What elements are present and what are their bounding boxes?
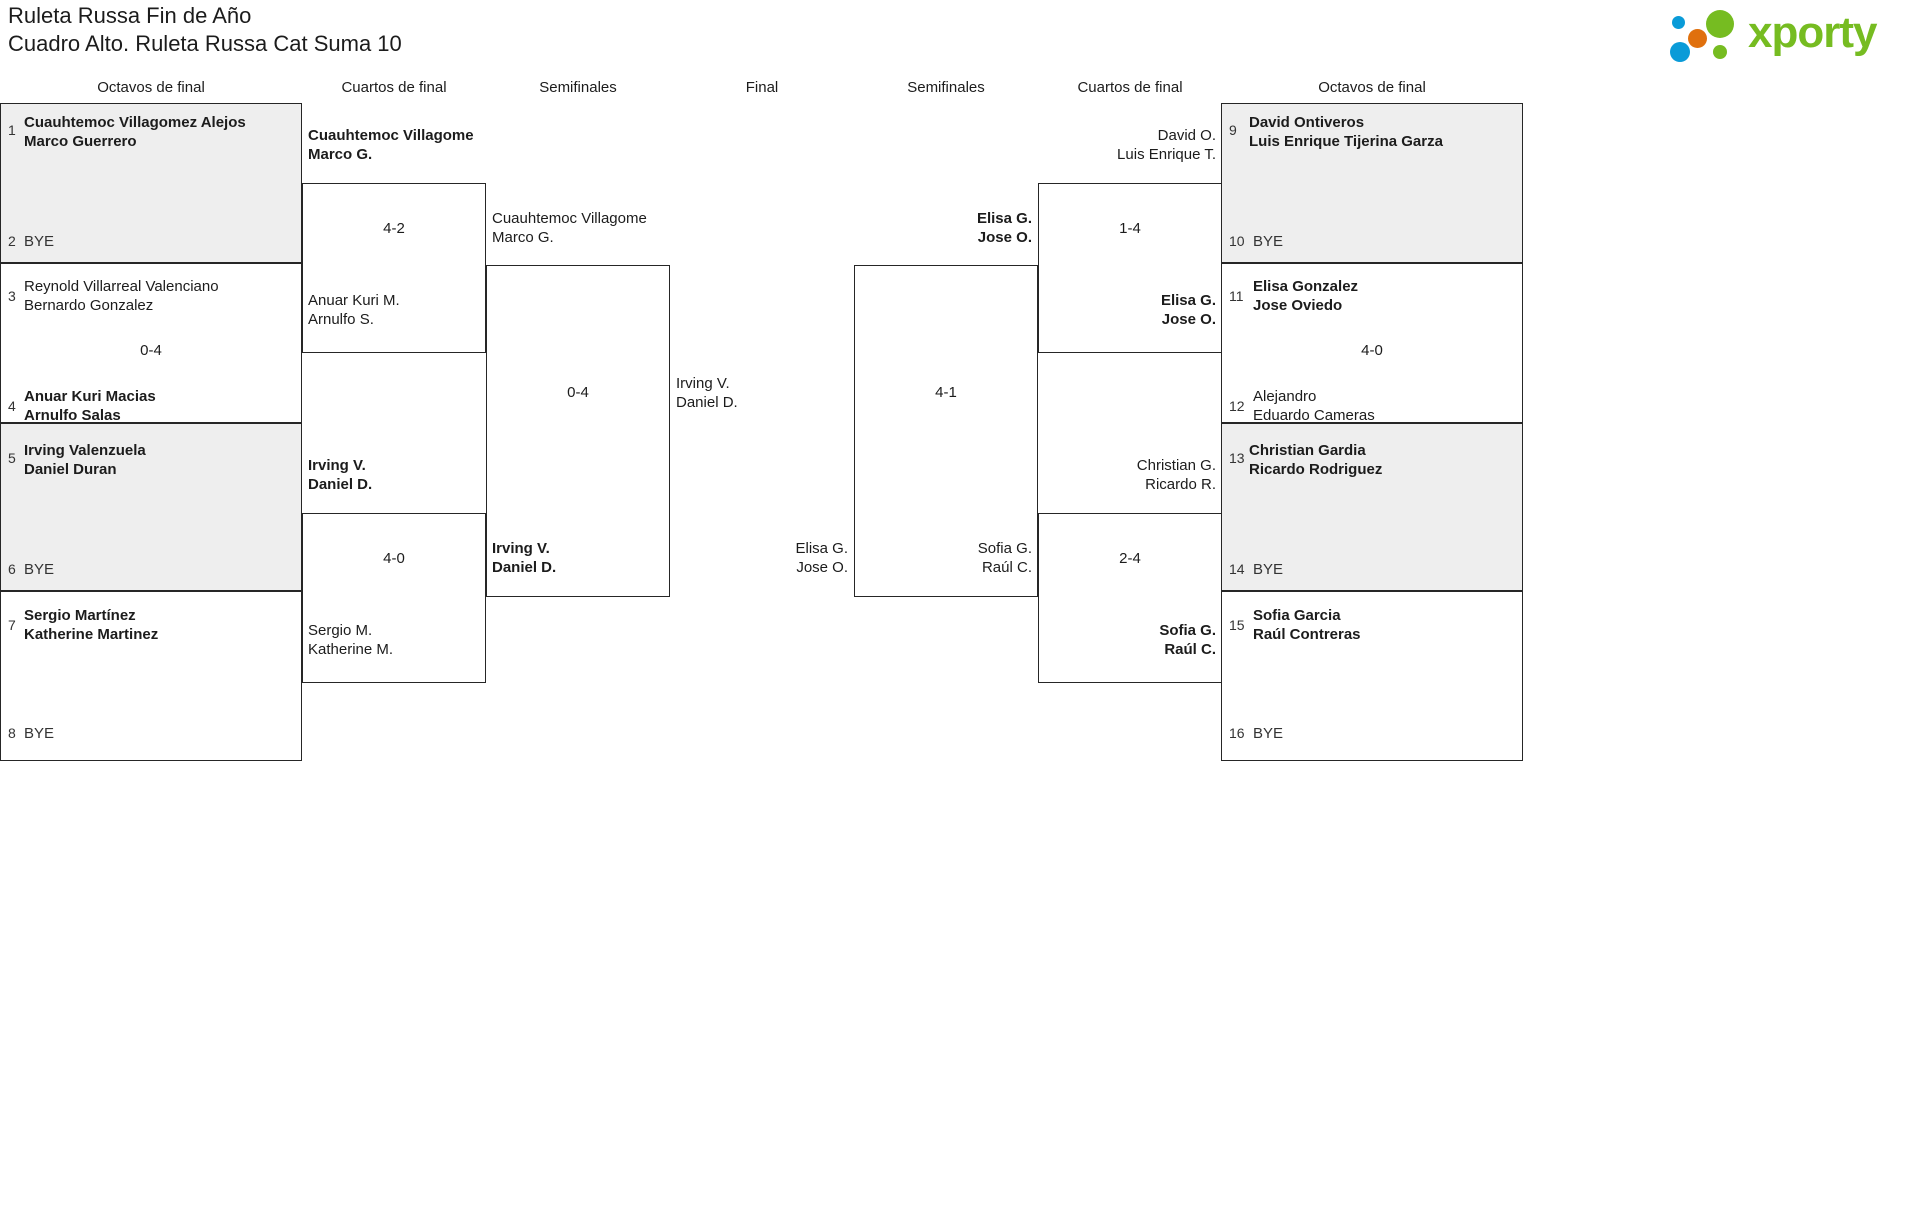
right-qf-entry-3: Christian G. Ricardo R.	[1136, 457, 1216, 493]
left-seed-number-8: 8	[8, 725, 16, 741]
left-seed-names-3: Reynold Villarreal Valenciano Bernardo G…	[24, 278, 219, 314]
right-r16-score-2: 4-0	[1361, 342, 1383, 359]
left-seed-number-7: 7	[8, 617, 16, 633]
left-r16-match-1[interactable]	[0, 103, 302, 263]
left-qf-entry-3: Irving V. Daniel D.	[308, 457, 373, 493]
right-qf-entry-1: David O. Luis Enrique T.	[1117, 127, 1216, 163]
logo-dot-green-large	[1706, 10, 1734, 38]
right-sf-entry-2: Sofia G. Raúl C.	[977, 540, 1032, 576]
round-label-right-r16: Octavos de final	[1318, 79, 1426, 96]
right-qf-match-1[interactable]	[1038, 183, 1222, 353]
round-label-left-r16: Octavos de final	[97, 79, 205, 96]
left-r16-match-2[interactable]	[0, 263, 302, 423]
logo-wordmark: xporty	[1748, 8, 1877, 57]
left-qf-score-2: 4-0	[383, 550, 405, 567]
left-seed-names-2: BYE	[24, 233, 55, 250]
xporty-logo: xporty	[1662, 4, 1902, 64]
left-sf-match-1[interactable]	[486, 265, 670, 597]
left-seed-number-3: 3	[8, 288, 16, 304]
right-seed-names-12: Alejandro Eduardo Cameras	[1253, 388, 1375, 424]
right-r16-match-3[interactable]	[1221, 423, 1523, 591]
right-seed-number-16: 16	[1229, 725, 1245, 741]
left-seed-names-5: Irving Valenzuela Daniel Duran	[24, 442, 146, 478]
right-seed-number-11: 11	[1229, 288, 1244, 304]
left-sf-entry-2: Irving V. Daniel D.	[492, 540, 557, 576]
right-seed-number-12: 12	[1229, 398, 1245, 414]
left-seed-number-4: 4	[8, 398, 16, 414]
final-entry-left: Irving V. Daniel D.	[676, 375, 738, 411]
round-label-final: Final	[745, 79, 779, 96]
right-r16-match-1[interactable]	[1221, 103, 1523, 263]
logo-dot-blue-small	[1672, 16, 1685, 29]
left-seed-names-8: BYE	[24, 725, 55, 742]
right-sf-match-1[interactable]	[854, 265, 1038, 597]
right-seed-names-16: BYE	[1253, 725, 1284, 742]
right-seed-names-10: BYE	[1253, 233, 1284, 250]
right-qf-score-1: 1-4	[1119, 220, 1141, 237]
right-seed-names-14: BYE	[1253, 561, 1284, 578]
right-seed-number-10: 10	[1229, 233, 1245, 249]
right-r16-match-2[interactable]	[1221, 263, 1523, 423]
left-qf-score-1: 4-2	[383, 220, 405, 237]
right-r16-match-4[interactable]	[1221, 591, 1523, 761]
right-qf-entry-2: Elisa G. Jose O.	[1160, 292, 1216, 328]
round-label-right-sf: Semifinales	[907, 79, 985, 96]
left-seed-names-4: Anuar Kuri Macias Arnulfo Salas	[24, 388, 156, 424]
left-seed-names-6: BYE	[24, 561, 55, 578]
final-entry-right: Elisa G. Jose O.	[795, 540, 848, 576]
right-sf-entry-1: Elisa G. Jose O.	[976, 210, 1032, 246]
right-seed-number-15: 15	[1229, 617, 1245, 633]
logo-dot-green-small	[1713, 45, 1727, 59]
left-seed-names-1: Cuauhtemoc Villagomez Alejos Marco Guerr…	[24, 114, 246, 150]
right-seed-number-9: 9	[1229, 122, 1237, 138]
right-seed-names-9: David Ontiveros Luis Enrique Tijerina Ga…	[1249, 114, 1443, 150]
right-qf-entry-4: Sofia G. Raúl C.	[1159, 622, 1216, 658]
title-line-2: Cuadro Alto. Ruleta Russa Cat Suma 10	[8, 31, 402, 56]
right-seed-names-15: Sofia Garcia Raúl Contreras	[1253, 607, 1361, 643]
logo-dot-orange	[1688, 29, 1707, 48]
left-seed-number-1: 1	[8, 122, 16, 138]
round-label-left-qf: Cuartos de final	[341, 79, 447, 96]
right-qf-match-2[interactable]	[1038, 513, 1222, 683]
left-qf-entry-2: Anuar Kuri M. Arnulfo S.	[308, 292, 400, 328]
left-r16-score-2: 0-4	[140, 342, 162, 359]
left-qf-entry-1: Cuauhtemoc Villagome Marco G.	[308, 127, 474, 163]
round-label-right-qf: Cuartos de final	[1077, 79, 1183, 96]
right-qf-score-2: 2-4	[1119, 550, 1141, 567]
right-seed-number-13: 13	[1229, 450, 1245, 466]
left-qf-match-1[interactable]	[302, 183, 486, 353]
left-r16-match-3[interactable]	[0, 423, 302, 591]
right-seed-names-13: Christian Gardia Ricardo Rodriguez	[1249, 442, 1383, 478]
left-seed-names-7: Sergio Martínez Katherine Martinez	[24, 607, 159, 643]
right-sf-score-1: 4-1	[935, 384, 957, 401]
left-qf-match-2[interactable]	[302, 513, 486, 683]
left-qf-entry-4: Sergio M. Katherine M.	[308, 622, 394, 658]
left-r16-match-4[interactable]	[0, 591, 302, 761]
left-seed-number-6: 6	[8, 561, 16, 577]
left-sf-score-1: 0-4	[567, 384, 589, 401]
title-line-1: Ruleta Russa Fin de Año	[8, 3, 252, 28]
left-seed-number-5: 5	[8, 450, 16, 466]
right-seed-number-14: 14	[1229, 561, 1245, 577]
page-title: Ruleta Russa Fin de Año Cuadro Alto. Rul…	[8, 2, 402, 58]
right-seed-names-11: Elisa Gonzalez Jose Oviedo	[1253, 278, 1359, 314]
logo-dot-blue-large	[1670, 42, 1690, 62]
left-sf-entry-1: Cuauhtemoc Villagome Marco G.	[492, 210, 647, 246]
left-seed-number-2: 2	[8, 233, 16, 249]
round-label-left-sf: Semifinales	[539, 79, 617, 96]
